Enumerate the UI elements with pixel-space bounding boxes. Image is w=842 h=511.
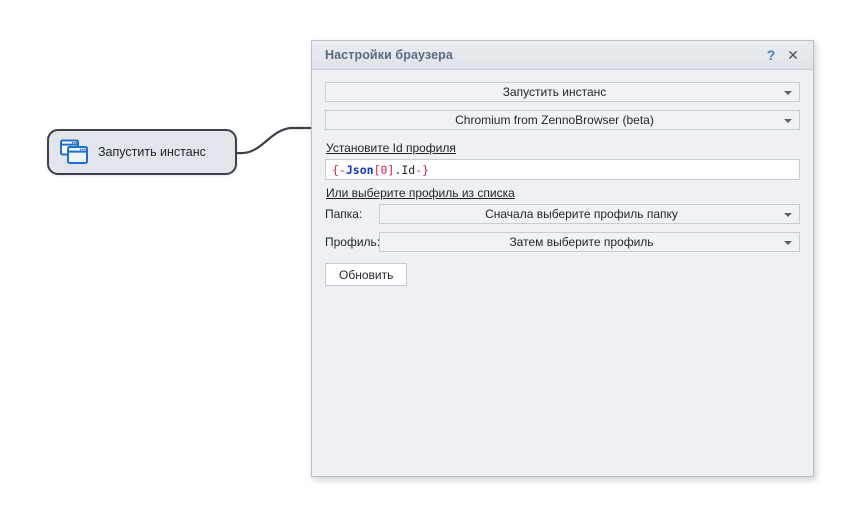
flow-node-label: Запустить инстанс	[98, 145, 206, 159]
browser-dropdown[interactable]: Chromium from ZennoBrowser (beta)	[325, 110, 800, 130]
folder-row: Папка: Сначала выберите профиль папку	[325, 204, 800, 224]
chevron-down-icon	[784, 91, 792, 95]
refresh-button[interactable]: Обновить	[325, 263, 408, 286]
profile-label: Профиль:	[325, 235, 381, 249]
chevron-down-icon	[784, 119, 792, 123]
chevron-down-icon	[784, 213, 792, 217]
dialog-titlebar[interactable]: Настройки браузера ? ✕	[312, 41, 813, 70]
folder-dropdown-value: Сначала выберите профиль папку	[485, 207, 678, 221]
browser-dropdown-value: Chromium from ZennoBrowser (beta)	[455, 113, 654, 127]
profile-id-label[interactable]: Установите Id профиля	[326, 141, 456, 155]
profile-row: Профиль: Затем выберите профиль	[325, 232, 800, 252]
help-icon[interactable]: ?	[766, 47, 776, 63]
action-dropdown-value: Запустить инстанс	[502, 85, 607, 99]
profile-id-value: {-Json[0].Id-}	[332, 162, 430, 177]
folder-label: Папка:	[325, 207, 363, 221]
folder-dropdown[interactable]: Сначала выберите профиль папку	[379, 204, 800, 224]
profile-list-label[interactable]: Или выберите профиль из списка	[326, 186, 515, 200]
flow-node-launch-instance[interactable]: Запустить инстанс	[47, 129, 237, 175]
profile-dropdown-value: Затем выберите профиль	[509, 235, 654, 249]
profile-id-input[interactable]: {-Json[0].Id-}	[325, 159, 800, 180]
browser-windows-icon	[60, 139, 88, 165]
dialog-title: Настройки браузера	[325, 48, 453, 62]
action-dropdown[interactable]: Запустить инстанс	[325, 82, 800, 102]
browser-settings-dialog: Настройки браузера ? ✕ Запустить инстанс…	[311, 40, 814, 477]
dialog-body: Запустить инстанс Chromium from ZennoBro…	[312, 70, 813, 476]
close-icon[interactable]: ✕	[787, 47, 799, 63]
chevron-down-icon	[784, 241, 792, 245]
profile-dropdown[interactable]: Затем выберите профиль	[379, 232, 800, 252]
